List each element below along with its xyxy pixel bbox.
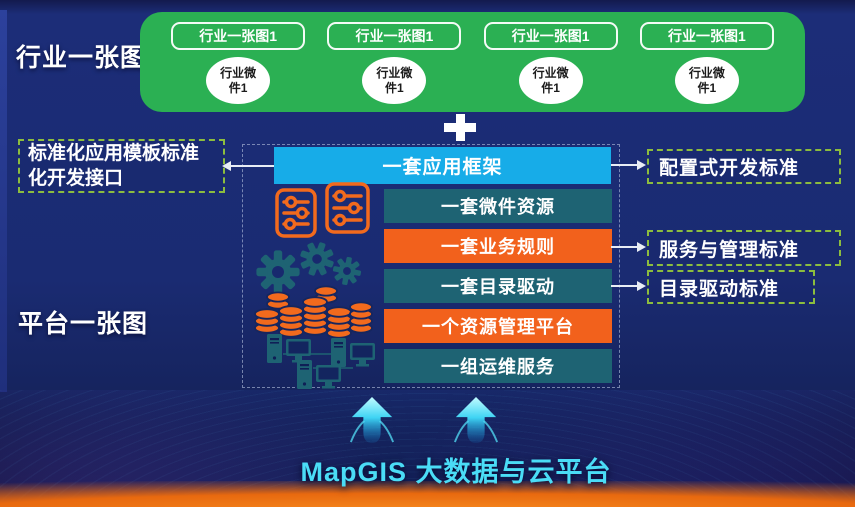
industry-panel: 行业一张图1 行业微件1 行业一张图1 行业微件1 行业一张图1 行业微件1 行… xyxy=(140,12,805,112)
industry-column: 行业一张图1 行业微件1 xyxy=(316,20,472,106)
industry-widget-label: 行业微件1 xyxy=(688,66,725,95)
gear-icon xyxy=(256,237,364,294)
resource-bar-catalog: 一套目录驱动 xyxy=(384,269,612,303)
standard-box-template-api: 标准化应用模板标准 化开发接口 xyxy=(18,139,225,193)
sliders-icon xyxy=(325,182,370,234)
plus-icon xyxy=(444,114,476,141)
arrowhead-left-icon xyxy=(222,161,231,171)
footer-platform-title: MapGIS 大数据与云平台 xyxy=(300,457,612,487)
industry-column: 行业一张图1 行业微件1 xyxy=(473,20,629,106)
up-arrow-icon xyxy=(453,396,499,444)
industry-widget-bubble: 行业微件1 xyxy=(206,57,271,104)
industry-map-button: 行业一张图1 xyxy=(639,22,774,50)
resource-bar-rules: 一套业务规则 xyxy=(384,229,612,263)
up-arrow-icon xyxy=(349,396,395,444)
industry-map-button: 行业一张图1 xyxy=(171,22,306,50)
resource-bar-mgmt: 一个资源管理平台 xyxy=(384,309,612,343)
arrowhead-right-icon xyxy=(637,281,646,291)
industry-section-label: 行业一张图 xyxy=(16,44,147,72)
standard-left-line1: 标准化应用模板标准 xyxy=(28,143,200,164)
connector-catalog-standard xyxy=(611,285,638,287)
resource-bar-ops: 一组运维服务 xyxy=(384,349,612,383)
database-stack-icon xyxy=(254,285,373,339)
industry-widget-label: 行业微件1 xyxy=(220,66,257,95)
platform-core-container xyxy=(242,144,620,388)
resource-bar-widgets: 一套微件资源 xyxy=(384,189,612,223)
framework-bar: 一套应用框架 xyxy=(274,147,611,184)
standard-left-line2: 化开发接口 xyxy=(28,167,124,189)
platform-section-label: 平台一张图 xyxy=(18,310,149,338)
standard-box-config: 配置式开发标准 xyxy=(647,149,841,184)
sliders-icon xyxy=(275,188,317,238)
standard-box-service: 服务与管理标准 xyxy=(647,230,841,266)
industry-map-button: 行业一张图1 xyxy=(327,22,462,50)
server-cluster-icon xyxy=(267,334,375,389)
connector-left xyxy=(231,165,274,167)
background-orange-glow xyxy=(0,481,855,507)
arrowhead-right-icon xyxy=(637,160,646,170)
industry-widget-bubble: 行业微件1 xyxy=(518,57,583,104)
industry-widget-label: 行业微件1 xyxy=(532,66,569,95)
industry-column: 行业一张图1 行业微件1 xyxy=(629,20,785,106)
industry-widget-label: 行业微件1 xyxy=(376,66,413,95)
standard-box-catalog: 目录驱动标准 xyxy=(647,270,815,304)
arrowhead-right-icon xyxy=(637,242,646,252)
industry-column: 行业一张图1 行业微件1 xyxy=(160,20,316,106)
background-left-strip xyxy=(0,10,7,392)
industry-widget-bubble: 行业微件1 xyxy=(362,57,427,104)
industry-widget-bubble: 行业微件1 xyxy=(674,57,739,104)
industry-map-button: 行业一张图1 xyxy=(483,22,618,50)
platform-icon-cluster xyxy=(254,182,375,389)
connector-service-standard xyxy=(611,246,638,248)
connector-config-standard xyxy=(611,164,638,166)
